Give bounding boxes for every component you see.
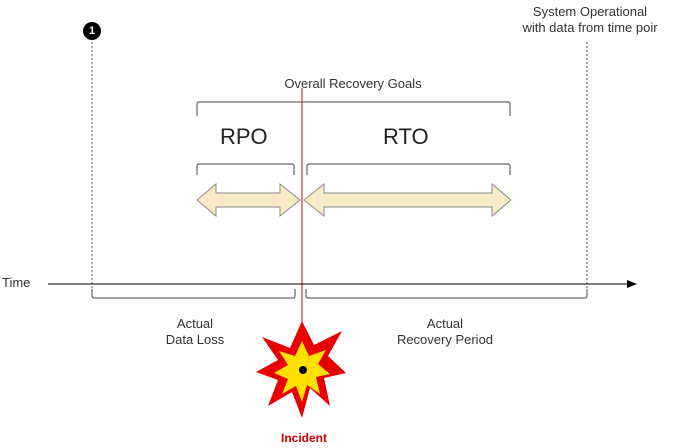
rpo-label: RPO [220, 124, 268, 149]
rpo-arrow [196, 182, 301, 218]
system-operational-line1: System Operational [532, 4, 648, 19]
recovery-period-brace [305, 289, 588, 299]
rto-label: RTO [383, 124, 429, 149]
recovery-period-line2: Recovery Period [396, 332, 494, 347]
marker-1-icon: 1 [83, 22, 101, 40]
rto-arrow [303, 182, 512, 218]
system-operational-line2: with data from time poir [522, 20, 658, 35]
time-label: Time [2, 275, 31, 290]
rpo-brace [196, 163, 295, 175]
data-loss-line2: Data Loss [165, 332, 225, 347]
overall-goals-brace [196, 101, 511, 116]
data-loss-brace [91, 289, 296, 299]
recovery-period-line1: Actual [426, 316, 464, 331]
data-loss-label: Actual Data Loss [140, 316, 250, 348]
recovery-period-label: Actual Recovery Period [380, 316, 510, 348]
system-operational-label: System Operational with data from time p… [490, 4, 688, 36]
explosion-icon [256, 321, 346, 418]
data-loss-line1: Actual [176, 316, 214, 331]
time-axis-arrowhead [627, 280, 637, 288]
incident-label: Incident [280, 431, 327, 445]
overall-goals-label: Overall Recovery Goals [284, 76, 422, 91]
rto-brace [306, 163, 511, 175]
